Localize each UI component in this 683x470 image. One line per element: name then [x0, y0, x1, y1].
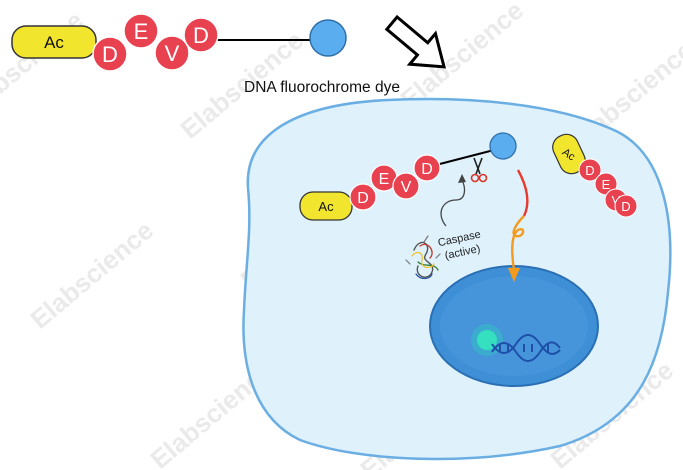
cell-probe-molecule: Ac D E V D [299, 132, 517, 221]
cell-dye-molecule [489, 132, 517, 160]
probe-molecule: Ac D E V D DNA fluorochrome dye [11, 13, 400, 96]
free-residue-d2 [614, 194, 638, 218]
cell-residue-v-label: V [401, 179, 412, 196]
cell-residue-d1 [349, 183, 377, 211]
cell-residue-e-label: E [379, 171, 390, 188]
free-residue-d2-label: D [621, 199, 630, 214]
cell-ac-cap-label: Ac [318, 199, 334, 214]
cytoplasm [242, 97, 672, 461]
residue-d1-label: D [102, 42, 118, 67]
residue-e [123, 13, 159, 49]
residue-v-label: V [165, 41, 180, 66]
residue-d1 [92, 36, 128, 72]
free-residue-e-label: E [602, 177, 611, 192]
free-residue-d1 [578, 158, 602, 182]
nucleus-inner [440, 276, 588, 376]
residue-d2 [183, 17, 219, 53]
dye-molecule [309, 19, 347, 57]
dye-translocation-arrow-icon [508, 169, 529, 282]
cleavage-arrow-icon [440, 174, 466, 227]
dye-label: DNA fluorochrome dye [244, 79, 400, 96]
cell-probe-linker [431, 149, 495, 167]
residue-e-label: E [134, 19, 149, 44]
free-ac-cap [552, 133, 586, 175]
dna-helix-icon [491, 334, 561, 362]
ac-cap-label: Ac [44, 33, 64, 52]
residue-d2-label: D [193, 23, 209, 48]
cell: Ac D E V D [242, 97, 672, 461]
residue-v [154, 35, 190, 71]
free-residue-d1-label: D [585, 163, 594, 178]
ac-cap [11, 25, 97, 59]
watermark: Elabscience [25, 215, 159, 335]
free-peptide: Ac D E V D [552, 133, 638, 218]
cell-ac-cap [299, 191, 353, 221]
cell-residue-d2-label: D [421, 161, 433, 178]
scissors-icon [470, 157, 488, 183]
cell-residue-d2 [413, 154, 441, 182]
cell-residue-v [392, 172, 420, 200]
cell-residue-d1-label: D [357, 190, 369, 207]
watermark: Elabscience [0, 5, 89, 125]
entry-arrow-icon [384, 14, 447, 69]
caspase-protein-icon [405, 235, 441, 280]
